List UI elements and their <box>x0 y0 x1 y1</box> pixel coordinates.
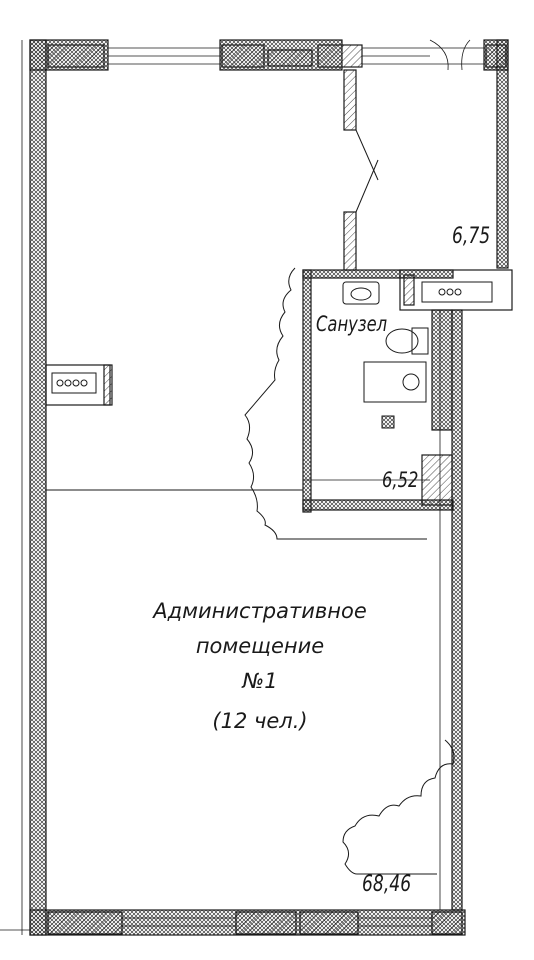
revision-clouds <box>244 267 455 875</box>
area-vestibule: 6,75 <box>452 224 491 249</box>
area-admin: 68,46 <box>362 872 412 897</box>
fixtures <box>51 281 493 429</box>
partitions <box>45 69 513 513</box>
room-label-admin-line2: помещение <box>195 634 325 658</box>
room-capacity-admin: (12 чел.) <box>212 709 308 733</box>
room-label-wc: Санузел <box>316 312 388 336</box>
outer-walls <box>0 39 509 936</box>
room-label-admin-line1: Административное <box>153 599 367 623</box>
area-wc: 6,52 <box>382 468 419 492</box>
doors <box>429 39 471 71</box>
room-number-admin: №1 <box>242 669 278 693</box>
